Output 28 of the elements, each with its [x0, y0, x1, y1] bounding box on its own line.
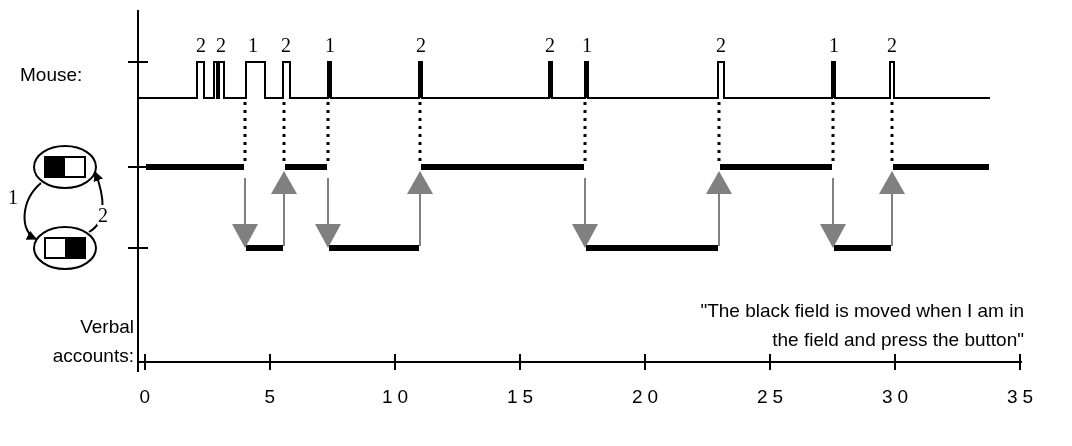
state-ellipse	[33, 145, 97, 189]
state-ellipse	[33, 226, 97, 270]
pulse-number: 1	[248, 34, 258, 57]
edge-label: 1	[7, 187, 19, 207]
pulse-number: 1	[325, 34, 335, 57]
axis-tick-label: 25	[756, 386, 789, 408]
axis-tick-label: 20	[631, 386, 664, 408]
axis-tick-label: 0	[138, 386, 156, 408]
axis-tick-label: 10	[381, 386, 414, 408]
pulse-number: 2	[887, 34, 897, 57]
transition-arrow	[88, 171, 104, 233]
pulse-number: 2	[416, 34, 426, 57]
edge-label: 2	[97, 205, 109, 225]
axis-tick-label: 5	[263, 386, 281, 408]
pulse-number: 2	[281, 34, 291, 57]
transition-arrow	[23, 182, 42, 240]
quote-text: "The black field is moved when I am in the field and press the button"	[699, 299, 1024, 353]
axis-tick-label: 35	[1006, 386, 1039, 408]
row-label: Verbal accounts:	[51, 315, 134, 369]
row-label: Mouse:	[20, 64, 83, 86]
pulse-number: 2	[716, 34, 726, 57]
pulse-number: 2	[545, 34, 555, 57]
pulse-number: 1	[582, 34, 592, 57]
pulse-number: 2	[216, 34, 226, 57]
axis-tick-label: 30	[881, 386, 914, 408]
pulse-number: 2	[196, 34, 206, 57]
pulse-number: 1	[829, 34, 839, 57]
axis-tick-label: 15	[506, 386, 539, 408]
